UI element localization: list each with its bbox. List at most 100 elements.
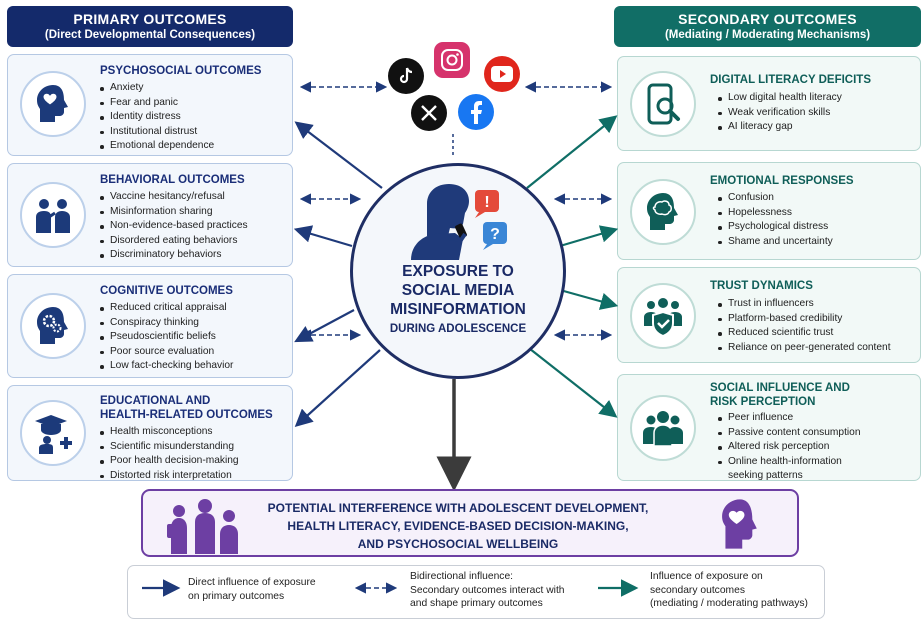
teen-phone-icon: ! ? — [405, 180, 515, 260]
secondary-arrow — [559, 225, 619, 248]
center-title-line2: SOCIAL MEDIA — [401, 282, 515, 299]
conclusion-box: POTENTIAL INTERFERENCE WITH ADOLESCENT D… — [141, 489, 799, 557]
list-item: Psychological distress — [718, 220, 833, 235]
primary-header-title: PRIMARY OUTCOMES — [73, 11, 227, 27]
head-gears-icon — [20, 293, 86, 359]
list-item: Vaccine hesitancy/refusal — [100, 190, 248, 205]
secondary-arrow — [526, 115, 618, 189]
primary-outcomes-header: PRIMARY OUTCOMES (Direct Developmental C… — [7, 6, 293, 47]
center-title-line1: EXPOSURE TO — [402, 263, 514, 280]
children-family-icon — [165, 496, 245, 554]
legend: Direct influence of exposure on primary … — [127, 565, 825, 619]
primary-header-subtitle: (Direct Developmental Consequences) — [44, 29, 256, 41]
digital-literacy-deficits-box: DIGITAL LITERACY DEFICITS Low digital he… — [617, 56, 921, 151]
list-item: Scientific misunderstanding — [100, 440, 239, 455]
svg-text:?: ? — [490, 226, 500, 243]
list-item: Platform-based credibility — [718, 312, 891, 327]
list-item: AI literacy gap — [718, 120, 842, 135]
list-item: Conspiracy thinking — [100, 316, 233, 331]
list-item: Online health-information — [718, 455, 861, 470]
secondary-arrow — [524, 344, 618, 418]
list-item: Low digital health literacy — [718, 91, 842, 106]
conclusion-line2: HEALTH LITERACY, EVIDENCE-BASED DECISION… — [287, 519, 629, 533]
trust-dynamics-box: TRUST DYNAMICS Trust in influencers Plat… — [617, 267, 921, 363]
list-item: Shame and uncertainty — [718, 235, 833, 250]
legend-bidirectional-line3: and shape primary outcomes — [410, 598, 543, 609]
list-item: Fear and panic — [100, 96, 214, 111]
list-item: Reliance on peer-generated content — [718, 341, 891, 356]
head-heart-icon — [20, 71, 86, 137]
legend-direct-line2: on primary outcomes — [188, 590, 285, 602]
list-item: Trust in influencers — [718, 297, 891, 312]
list-item: Peer influence — [718, 411, 861, 426]
list-item: Discriminatory behaviors — [100, 248, 248, 263]
box-title: EMOTIONAL RESPONSES — [710, 175, 854, 187]
list-item: Pseudoscientific beliefs — [100, 330, 233, 345]
box-title: COGNITIVE OUTCOMES — [100, 285, 233, 297]
list-item: Non-evidence-based practices — [100, 219, 248, 234]
legend-secondary-line2: secondary outcomes — [650, 584, 746, 596]
secondary-outcomes-header: SECONDARY OUTCOMES (Mediating / Moderati… — [614, 6, 921, 47]
cognitive-outcomes-box: COGNITIVE OUTCOMES Reduced critical appr… — [7, 274, 293, 378]
legend-direct-line1: Direct influence of exposure — [188, 577, 316, 588]
educational-health-outcomes-box: EDUCATIONAL AND HEALTH-RELATED OUTCOMES … — [7, 385, 293, 481]
behavioral-outcomes-box: BEHAVIORAL OUTCOMES Vaccine hesitancy/re… — [7, 163, 293, 267]
list-item: Hopelessness — [718, 206, 833, 221]
list-item: Institutional distrust — [100, 125, 214, 140]
center-title-line3: MISINFORMATION — [390, 301, 526, 318]
legend-secondary-text: Influence of exposure on secondary outco… — [650, 570, 808, 611]
box-title: TRUST DYNAMICS — [710, 280, 813, 292]
people-interaction-icon — [20, 182, 86, 248]
secondary-arrow — [559, 288, 619, 310]
direct-arrow — [293, 225, 353, 248]
list-item: Misinformation sharing — [100, 205, 248, 220]
group-icon — [630, 395, 696, 461]
conclusion-line3: AND PSYCHOSOCIAL WELLBEING — [357, 537, 559, 551]
legend-secondary-line1: Influence of exposure on — [650, 571, 763, 582]
graduate-health-icon — [20, 400, 86, 466]
tiktok-icon — [388, 58, 424, 94]
box-title: SOCIAL INFLUENCE AND — [710, 382, 850, 394]
box-title-line2: HEALTH-RELATED OUTCOMES — [100, 409, 273, 421]
list-item: Poor source evaluation — [100, 345, 233, 360]
secondary-header-subtitle: (Mediating / Moderating Mechanisms) — [664, 29, 871, 41]
list-item: Reduced scientific trust — [718, 326, 891, 341]
secondary-header-title: SECONDARY OUTCOMES — [678, 11, 857, 27]
box-title: EDUCATIONAL AND — [100, 395, 211, 407]
conclusion-line1: POTENTIAL INTERFERENCE WITH ADOLESCENT D… — [267, 501, 649, 515]
list-item: Disordered eating behaviors — [100, 234, 248, 249]
list-item: Weak verification skills — [718, 106, 842, 121]
list-item: Altered risk perception — [718, 440, 861, 455]
facebook-icon — [458, 94, 494, 130]
head-brain-icon — [630, 179, 696, 245]
social-influence-risk-box: SOCIAL INFLUENCE AND RISK PERCEPTION Pee… — [617, 374, 921, 481]
box-title: PSYCHOSOCIAL OUTCOMES — [100, 65, 262, 77]
direct-arrow — [294, 349, 381, 427]
psychosocial-outcomes-box: PSYCHOSOCIAL OUTCOMES Anxiety Fear and p… — [7, 54, 293, 156]
list-item: Anxiety — [100, 81, 214, 96]
box-title: DIGITAL LITERACY DEFICITS — [710, 74, 872, 86]
legend-bidirectional-line1: Bidirectional influence: — [410, 571, 514, 582]
x-icon — [411, 95, 447, 131]
svg-text:!: ! — [484, 194, 489, 211]
group-shield-icon — [630, 283, 696, 349]
box-title: BEHAVIORAL OUTCOMES — [100, 174, 245, 186]
legend-symbols — [142, 579, 639, 597]
conclusion-text: POTENTIAL INTERFERENCE WITH ADOLESCENT D… — [243, 499, 673, 553]
phone-search-icon — [630, 71, 696, 137]
direct-arrow — [294, 121, 383, 189]
list-item-continued: seeking patterns — [728, 470, 803, 482]
exposure-center-circle: ! ? EXPOSURE TO SOCIAL MEDIA MISINFORMAT… — [350, 163, 566, 379]
center-title-line4: DURING ADOLESCENCE — [389, 323, 527, 335]
list-item: Low fact-checking behavior — [100, 359, 233, 374]
list-item: Confusion — [718, 191, 833, 206]
legend-bidirectional-line2: Secondary outcomes interact with — [410, 584, 565, 596]
list-item: Passive content consumption — [718, 426, 861, 441]
emotional-responses-box: EMOTIONAL RESPONSES Confusion Hopelessne… — [617, 162, 921, 260]
youtube-icon — [484, 56, 520, 92]
list-item: Emotional dependence — [100, 139, 214, 154]
legend-bidirectional-text: Bidirectional influence: Secondary outco… — [410, 570, 565, 611]
list-item: Poor health decision-making — [100, 454, 239, 469]
list-item: Identity distress — [100, 110, 214, 125]
